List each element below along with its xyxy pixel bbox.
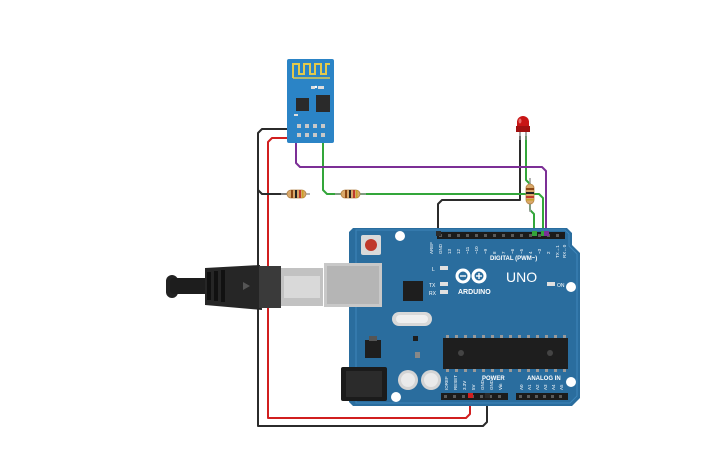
analog-header [516, 393, 568, 400]
svg-text:~5: ~5 [519, 248, 524, 254]
board-brand: ARDUINO [458, 289, 491, 296]
green-wire-rx[interactable] [322, 141, 544, 234]
rx-led [440, 290, 448, 294]
board-model: UNO [506, 269, 537, 285]
svg-text:~3: ~3 [537, 248, 542, 254]
svg-text:GND: GND [438, 243, 443, 254]
svg-text:~6: ~6 [510, 248, 515, 254]
digital-label: DIGITAL (PWM~) [490, 256, 537, 262]
svg-text:A1: A1 [527, 384, 532, 390]
l-label: L [432, 267, 435, 273]
esp-header-pins [297, 124, 325, 137]
analog-label: ANALOG IN [527, 376, 561, 382]
esp8266-module[interactable] [287, 59, 334, 143]
red-wire-3v3[interactable] [267, 137, 471, 419]
svg-text:8: 8 [492, 251, 497, 254]
mount-hole [566, 377, 576, 387]
black-wire-resistor[interactable] [257, 189, 287, 195]
analog-pin-labels: A0 A1 A2 A3 A4 A5 [519, 384, 564, 390]
digital-pin-labels: AREF GND 13 12 ~11 ~10 ~9 8 7 ~6 ~5 4 ~3… [429, 242, 567, 258]
power-pin-labels: IOREF RESET 3.3V 5V GND GND Vin [444, 375, 503, 390]
svg-text:TX→1: TX→1 [555, 245, 560, 258]
svg-text:12: 12 [456, 248, 461, 254]
black-wire-gnd[interactable] [257, 128, 488, 427]
svg-text:A2: A2 [535, 384, 540, 390]
rx-label: RX [429, 291, 437, 297]
resistor-left[interactable] [281, 189, 310, 199]
svg-text:4: 4 [528, 251, 533, 254]
svg-text:A0: A0 [519, 384, 524, 390]
svg-text:Vin: Vin [498, 383, 503, 390]
svg-text:GND: GND [480, 379, 485, 390]
purple-wire-tx[interactable] [295, 141, 547, 234]
arduino-uno-board[interactable]: ARDUINO UNO ON L TX RX DIGITAL (PWM~) PO… [324, 228, 580, 406]
l-led [440, 266, 448, 270]
arduino-logo-icon [455, 268, 487, 284]
usb-controller-chip [403, 281, 423, 301]
resistor-led[interactable] [525, 178, 535, 212]
tx-label: TX [429, 283, 436, 289]
svg-text:A3: A3 [543, 384, 548, 390]
svg-text:5V: 5V [471, 384, 476, 390]
svg-text:13: 13 [447, 248, 452, 254]
svg-text:~11: ~11 [465, 246, 470, 254]
digital-header [437, 232, 565, 239]
esp-main-chip [296, 98, 309, 111]
svg-text:A5: A5 [559, 384, 564, 390]
svg-text:IOREF: IOREF [444, 376, 449, 390]
svg-text:2: 2 [546, 251, 551, 254]
on-led [547, 282, 555, 286]
svg-text:3.3V: 3.3V [462, 381, 467, 390]
svg-text:7: 7 [501, 251, 506, 254]
wire-endpoints [436, 231, 549, 398]
svg-text:RESET: RESET [453, 375, 458, 390]
svg-text:AREF: AREF [429, 242, 434, 254]
svg-text:GND: GND [489, 379, 494, 390]
resistor-middle[interactable] [335, 189, 366, 199]
mount-hole [395, 231, 405, 241]
mount-hole [566, 282, 576, 292]
on-label: ON [557, 283, 565, 289]
red-led[interactable] [516, 116, 530, 140]
black-wire-led-gnd[interactable] [437, 136, 521, 232]
svg-text:A4: A4 [551, 384, 556, 390]
power-header [441, 393, 508, 400]
svg-text:RX←0: RX←0 [562, 244, 567, 258]
esp-flash-chip [316, 95, 330, 112]
svg-text:~10: ~10 [474, 246, 479, 254]
antenna-trace [292, 63, 330, 78]
power-label: POWER [482, 376, 505, 382]
tx-led [440, 282, 448, 286]
svg-text:~9: ~9 [483, 248, 488, 254]
voltage-regulator [365, 340, 381, 358]
usb-cable[interactable] [166, 265, 323, 310]
mount-hole [391, 392, 401, 402]
